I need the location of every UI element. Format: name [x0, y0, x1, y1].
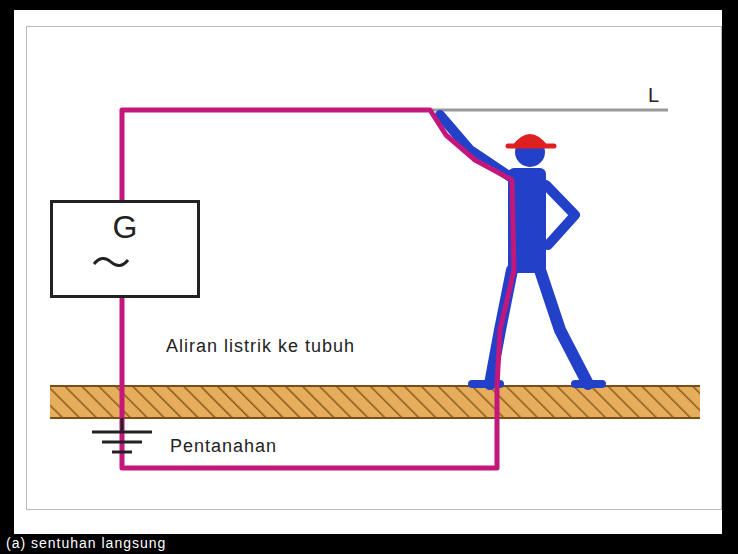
generator-box: G	[50, 200, 200, 298]
live-line	[430, 109, 668, 112]
line-label: L	[648, 84, 660, 107]
ground	[50, 386, 700, 418]
ground-edge	[50, 385, 700, 387]
ground-edge	[50, 417, 700, 419]
ac-symbol	[91, 252, 131, 272]
current-note: Aliran listrik ke tubuh	[166, 336, 436, 357]
earth-symbol	[92, 418, 152, 452]
person	[440, 115, 602, 384]
generator-label: G	[53, 211, 197, 243]
caption: (a) sentuhan langsung	[6, 536, 166, 550]
earth-label: Pentanahan	[170, 436, 277, 457]
